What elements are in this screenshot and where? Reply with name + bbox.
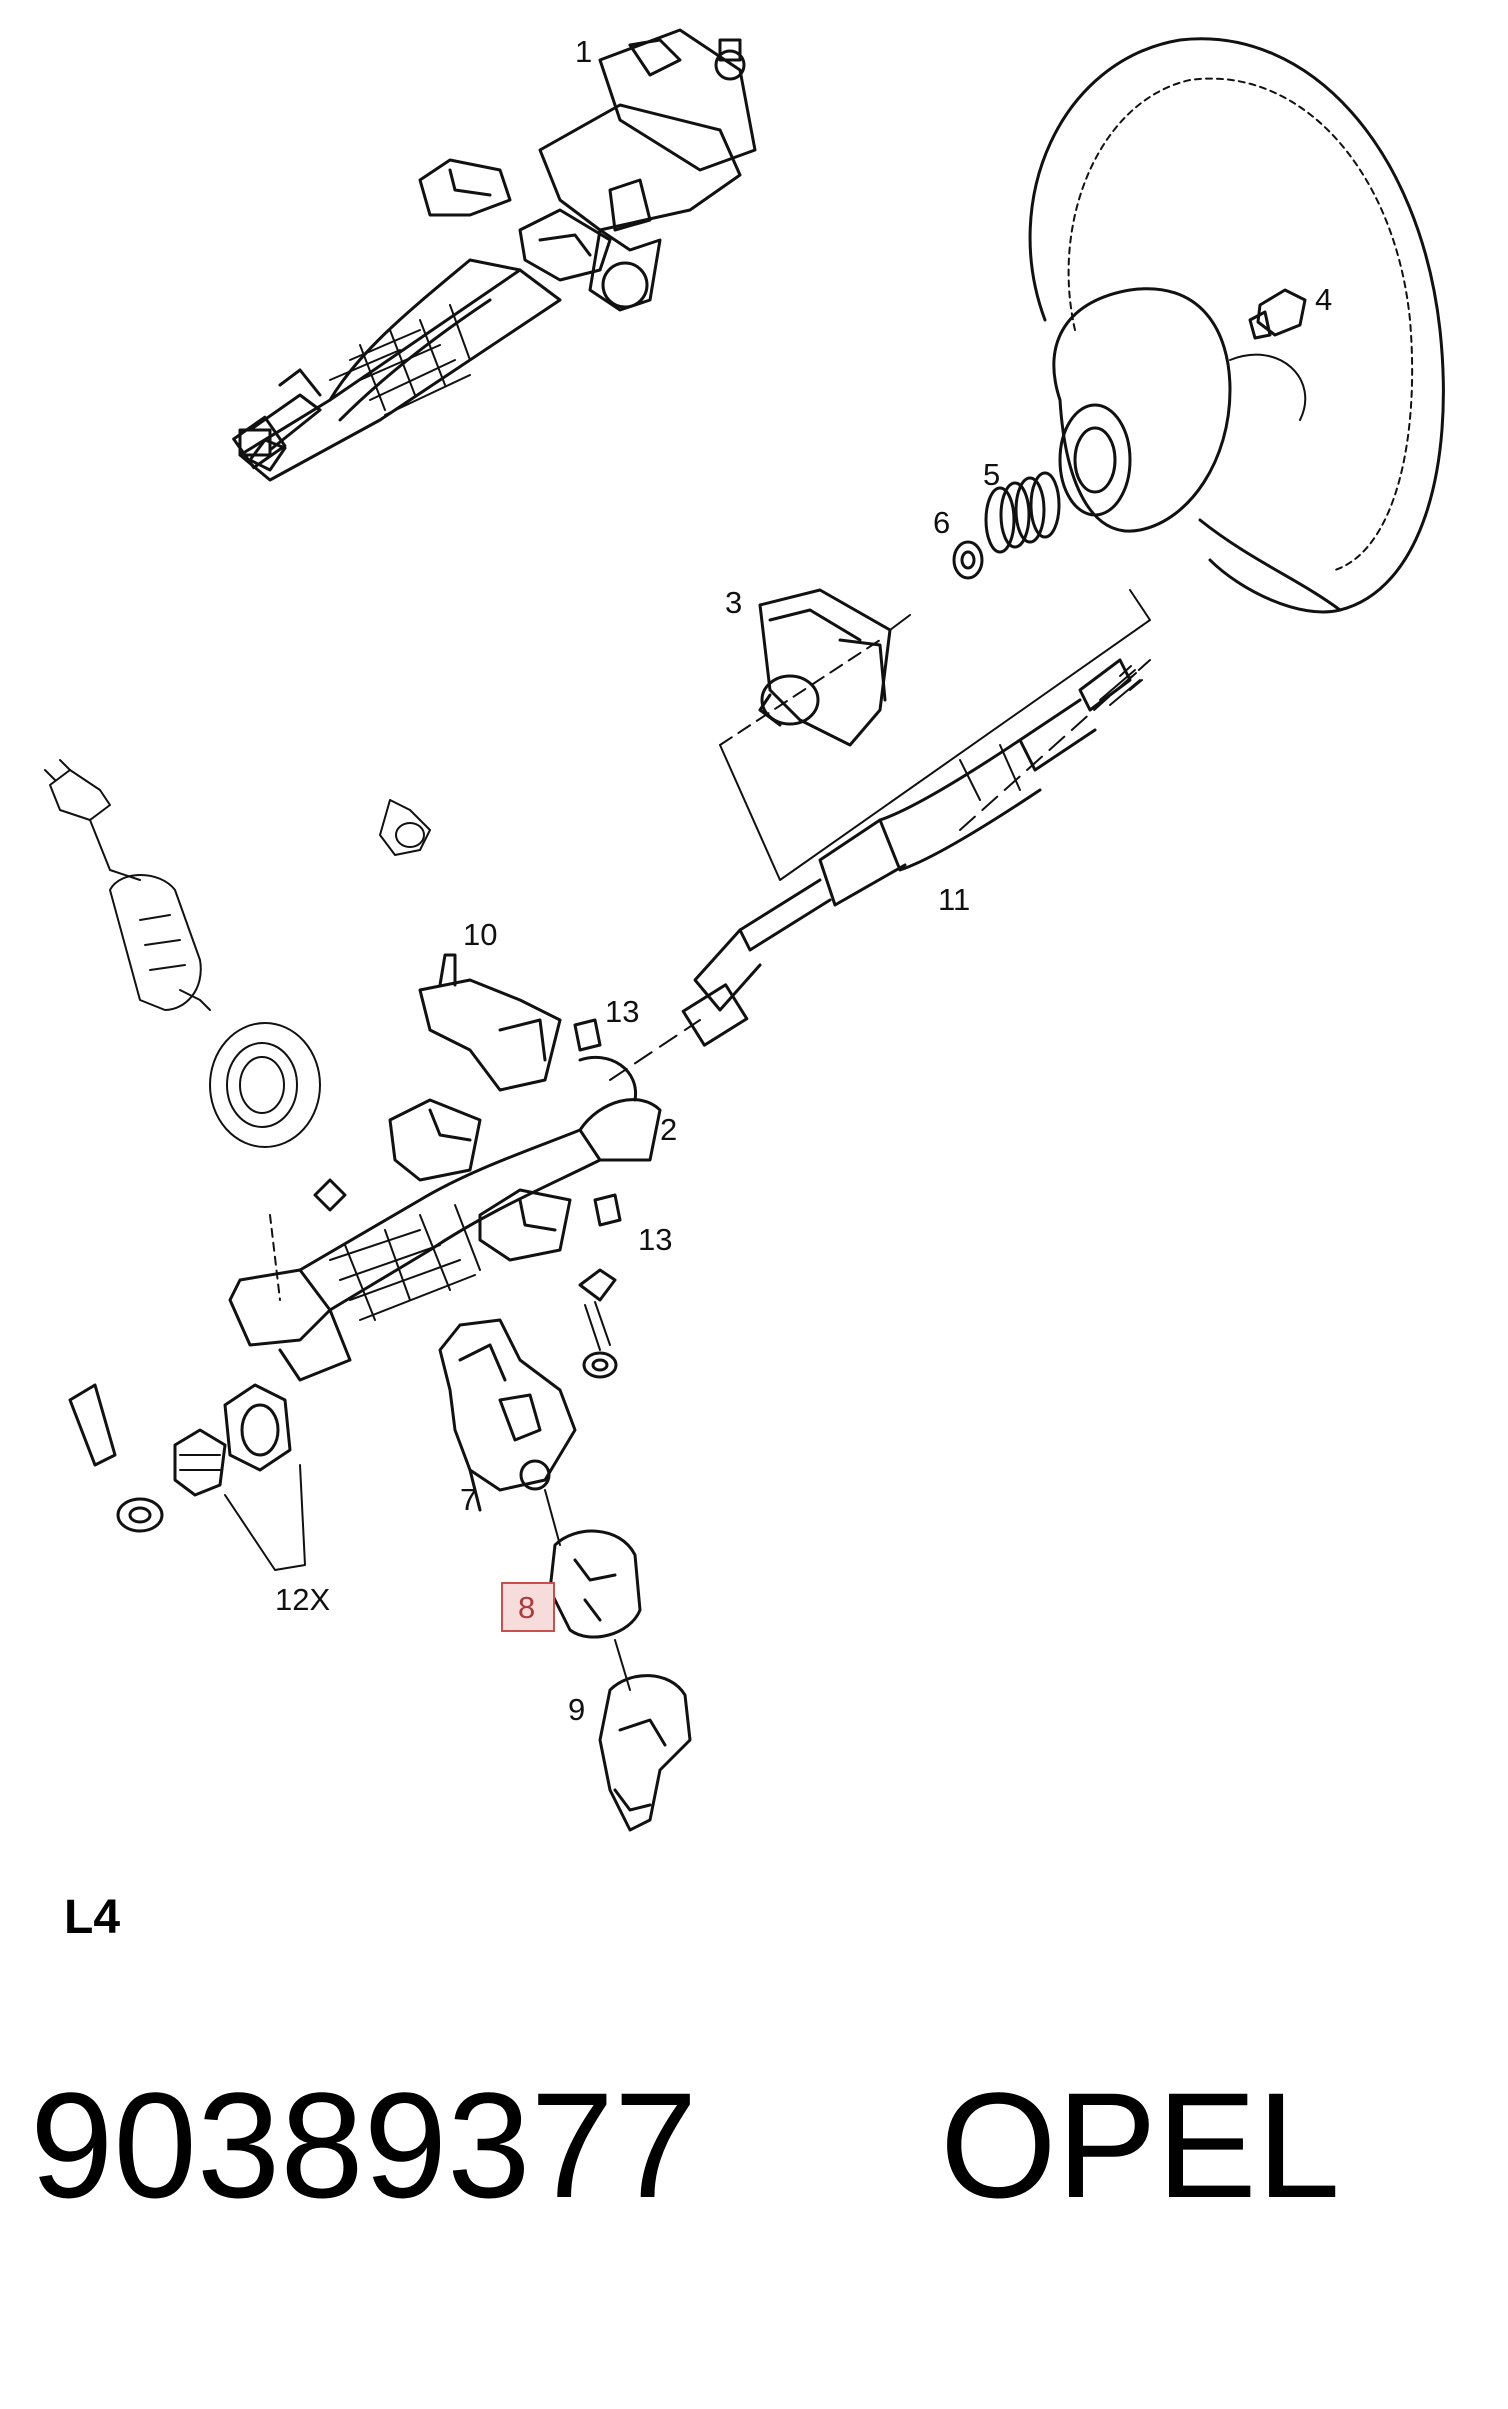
- callout-6: 6: [933, 505, 950, 540]
- callout-11: 11: [938, 882, 970, 917]
- intermediate-shaft: [681, 658, 1143, 1047]
- callout-7: 7: [460, 1482, 477, 1517]
- steering-wheel: [952, 37, 1445, 614]
- dashed-frame: [719, 589, 1151, 881]
- lower-joint-assembly: [438, 1318, 692, 1832]
- shaft-axis-line: [609, 659, 1151, 1081]
- callout-9: 9: [568, 1692, 585, 1727]
- part-number: 90389377: [30, 2061, 698, 2229]
- section-code: L4: [64, 1891, 121, 1944]
- brand-name: OPEL: [940, 2061, 1341, 2229]
- callout-3: 3: [725, 585, 742, 620]
- dashed-frame-top: [719, 639, 881, 746]
- bushings: [68, 1383, 306, 1571]
- callout-13-upper: 13: [605, 994, 639, 1029]
- callout-8-highlight-box: [501, 1582, 555, 1632]
- callout-4: 4: [1315, 282, 1332, 317]
- switch-housing: [758, 588, 892, 747]
- callout-2: 2: [660, 1112, 677, 1147]
- lower-column-assembly: [228, 953, 662, 1382]
- upper-column-assembly: [232, 28, 757, 482]
- ignition-lock-parts: [44, 759, 431, 1148]
- callout-10: 10: [463, 917, 497, 952]
- steering-column-exploded-diagram: 1 4 5 6 3 11 10 13 2 13 7 12X 8 9: [44, 28, 1445, 1832]
- callout-8[interactable]: 8: [518, 1590, 535, 1625]
- callout-12x: 12X: [275, 1582, 330, 1617]
- callout-13-lower: 13: [638, 1222, 672, 1257]
- callout-5: 5: [983, 457, 1000, 492]
- callout-1: 1: [575, 34, 592, 69]
